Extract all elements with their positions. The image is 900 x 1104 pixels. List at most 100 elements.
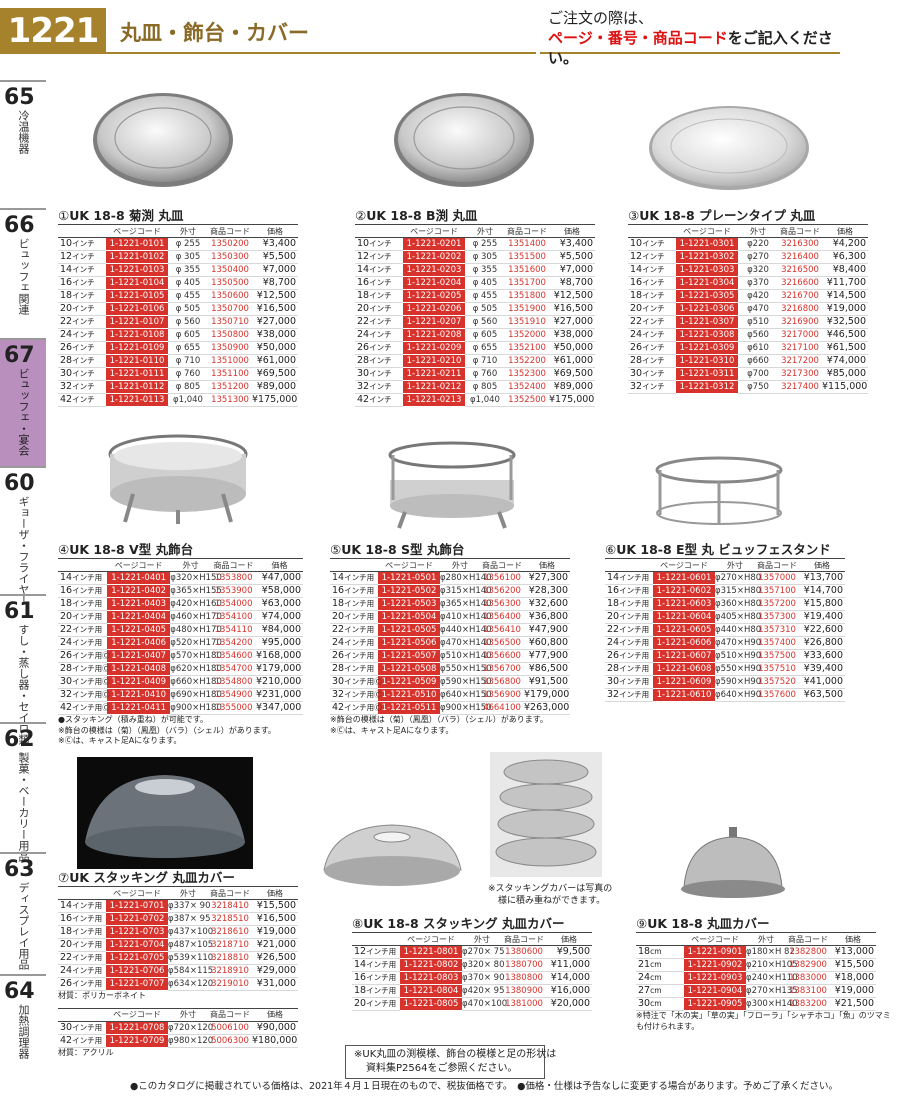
page-code-cell: 1-1221-0401 [107,571,171,585]
page-code-cell: 1-1221-0110 [106,354,168,368]
page-code-cell: 1-1221-0502 [378,584,440,598]
page-code-cell: 1-1221-0307 [676,315,738,329]
size-unit: cm [650,986,662,995]
size-value: 18 [354,985,367,996]
page-code-cell: 1-1221-0511 [378,701,440,715]
product-code-cell: 1355000 [211,701,257,715]
dimension-cell: φ900×H180 [170,701,222,715]
dimension-cell: φ 655 [168,341,208,355]
column-header: 商品コード [786,932,830,946]
price-cell: ¥33,600 [799,649,845,663]
price-cell: ¥175,000 [549,393,595,407]
price-cell: ¥27,000 [252,315,298,329]
page-code-cell: 1-1221-0312 [676,380,738,394]
size-value: 10 [357,238,370,249]
size-cell: 30インチ用Ⓒ [330,675,382,689]
size-unit: インチ用 [344,599,375,608]
page-code-cell: 1-1221-0208 [403,328,465,342]
size-unit: インチ [369,382,392,391]
section-number: ⑤ [330,542,342,557]
size-cell: 42インチ [355,393,403,407]
column-header: 商品コード [208,886,252,900]
price-cell: ¥50,000 [549,341,595,355]
page-code-cell: 1-1221-0605 [653,623,715,637]
size-unit: インチ [369,252,392,261]
product-code-cell: 3216400 [778,250,822,264]
stacking-photo-note: ※スタッキングカバーは写真の様に積み重ねができます。 [488,883,612,907]
size-unit: インチ用 [344,573,375,582]
price-cell: ¥46,500 [822,328,868,342]
page-code-cell: 1-1221-0905 [684,997,746,1011]
dimension-cell: φ 305 [465,250,505,264]
product-code-cell: 1356700 [480,662,524,676]
dimension-cell: φ590×H150 [440,675,492,689]
size-value: 10 [630,238,643,249]
product-code-cell: 1356410 [480,623,524,637]
size-cell: 14インチ用 [58,571,107,585]
section-note: ●スタッキング（積み重ね）が可能です。 [58,715,208,724]
dimension-cell: φ470 [738,302,778,316]
size-unit: インチ用 [366,986,397,995]
plain-plate-image [649,106,809,190]
column-header: 価格 [799,558,845,572]
column-header: 価格 [546,932,592,946]
section-title: ①UK 18-8 菊渕 丸皿 [58,208,268,224]
size-unit: インチ用 [344,612,375,621]
product-code-cell: 1356300 [480,597,524,611]
product-code-cell: 3218410 [208,899,252,913]
size-unit: インチ [642,252,665,261]
product-code-cell: 1357510 [755,662,799,676]
size-unit: インチ [369,304,392,313]
dimension-cell: φ900×H150 [440,701,492,715]
size-unit: インチ [72,291,95,300]
size-cell: 27cm [636,984,684,998]
product-code-cell: 1350800 [208,328,252,342]
size-value: 28 [607,663,620,674]
price-cell: ¥5,500 [252,250,298,264]
page-code-cell: 1-1221-0805 [400,997,462,1011]
product-code-cell: 3218710 [208,938,252,952]
column-header [605,558,653,572]
size-value: 30 [332,676,345,687]
price-cell: ¥179,000 [256,662,303,676]
product-code-cell: 1350200 [208,237,252,251]
size-cell: 22インチ用 [58,623,107,637]
size-unit: インチ用 [619,677,650,686]
page-code-cell: 1-1221-0108 [106,328,168,342]
price-cell: ¥86,500 [524,662,570,676]
page-code-cell: 1-1221-0901 [684,945,746,959]
product-code-cell: 3216900 [778,315,822,329]
size-value: 26 [60,342,73,353]
size-cell: 12インチ [355,250,403,264]
price-cell: ¥18,000 [830,971,876,985]
product-code-cell: 1352100 [505,341,549,355]
price-cell: ¥15,500 [830,958,876,972]
product-code-cell: 3218610 [208,925,252,939]
size-cell: 20インチ用 [58,938,106,952]
column-header [628,224,676,238]
size-cell: 24インチ用 [330,636,378,650]
dimension-cell: φ420×H160 [170,597,222,611]
price-cell: ¥15,500 [252,899,298,913]
